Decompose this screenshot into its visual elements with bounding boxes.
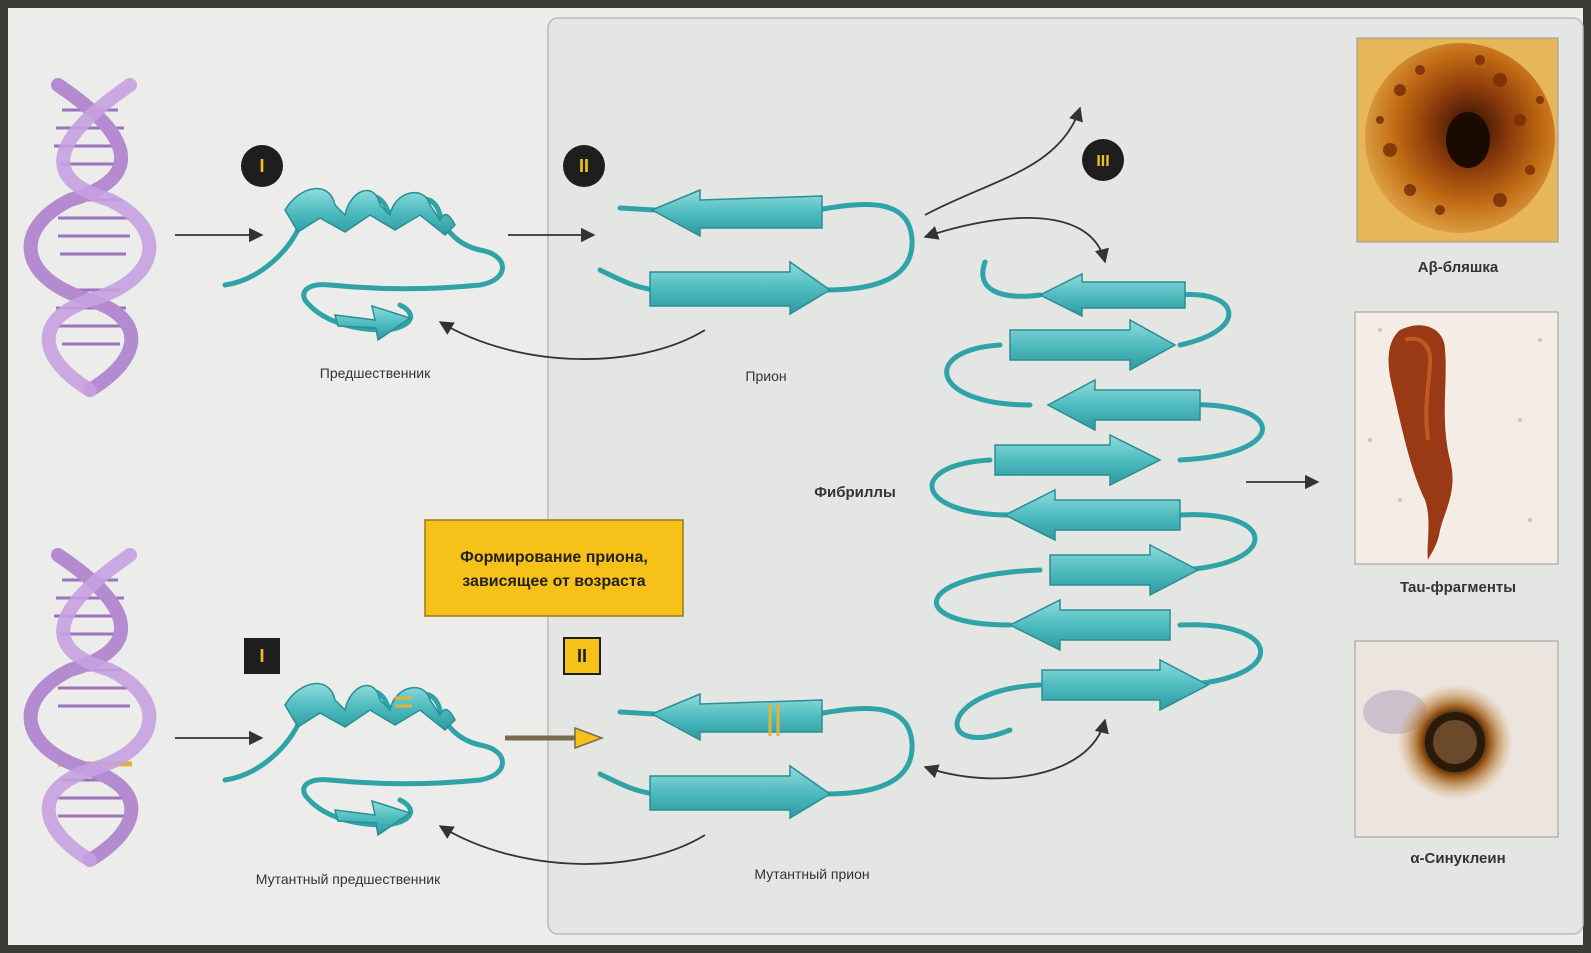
stage-one-badge: I: [241, 145, 283, 187]
svg-text:III: III: [1096, 153, 1109, 170]
mutant-precursor-label: Мутантный предшественник: [256, 871, 441, 887]
stage-three-badge: III: [1082, 139, 1124, 181]
stage-two-badge: II: [563, 145, 605, 187]
svg-text:зависящее от возраста: зависящее от возраста: [462, 573, 645, 590]
abeta-plaque-caption: Aβ-бляшка: [1418, 259, 1499, 276]
mutant-stage-one-badge: I: [244, 638, 280, 674]
age-dependent-box: Формирование приона, зависящее от возрас…: [425, 520, 683, 616]
precursor-label: Предшественник: [320, 365, 431, 381]
svg-text:II: II: [577, 646, 587, 666]
svg-text:I: I: [259, 646, 264, 666]
tau-fragments-image: [1355, 312, 1558, 564]
svg-text:Формирование приона,: Формирование приона,: [460, 549, 648, 566]
fibrils-label: Фибриллы: [814, 484, 896, 501]
tau-fragments-caption: Tau-фрагменты: [1400, 579, 1516, 596]
mutant-stage-two-badge: II: [564, 638, 600, 674]
mutant-prion-label: Мутантный прион: [754, 866, 869, 882]
alpha-synuclein-image: [1355, 641, 1558, 837]
abeta-plaque-image: [1357, 38, 1558, 242]
svg-text:II: II: [579, 156, 589, 176]
svg-text:I: I: [259, 156, 264, 176]
prion-label: Прион: [745, 368, 786, 384]
alpha-synuclein-caption: α-Синуклеин: [1410, 850, 1505, 867]
